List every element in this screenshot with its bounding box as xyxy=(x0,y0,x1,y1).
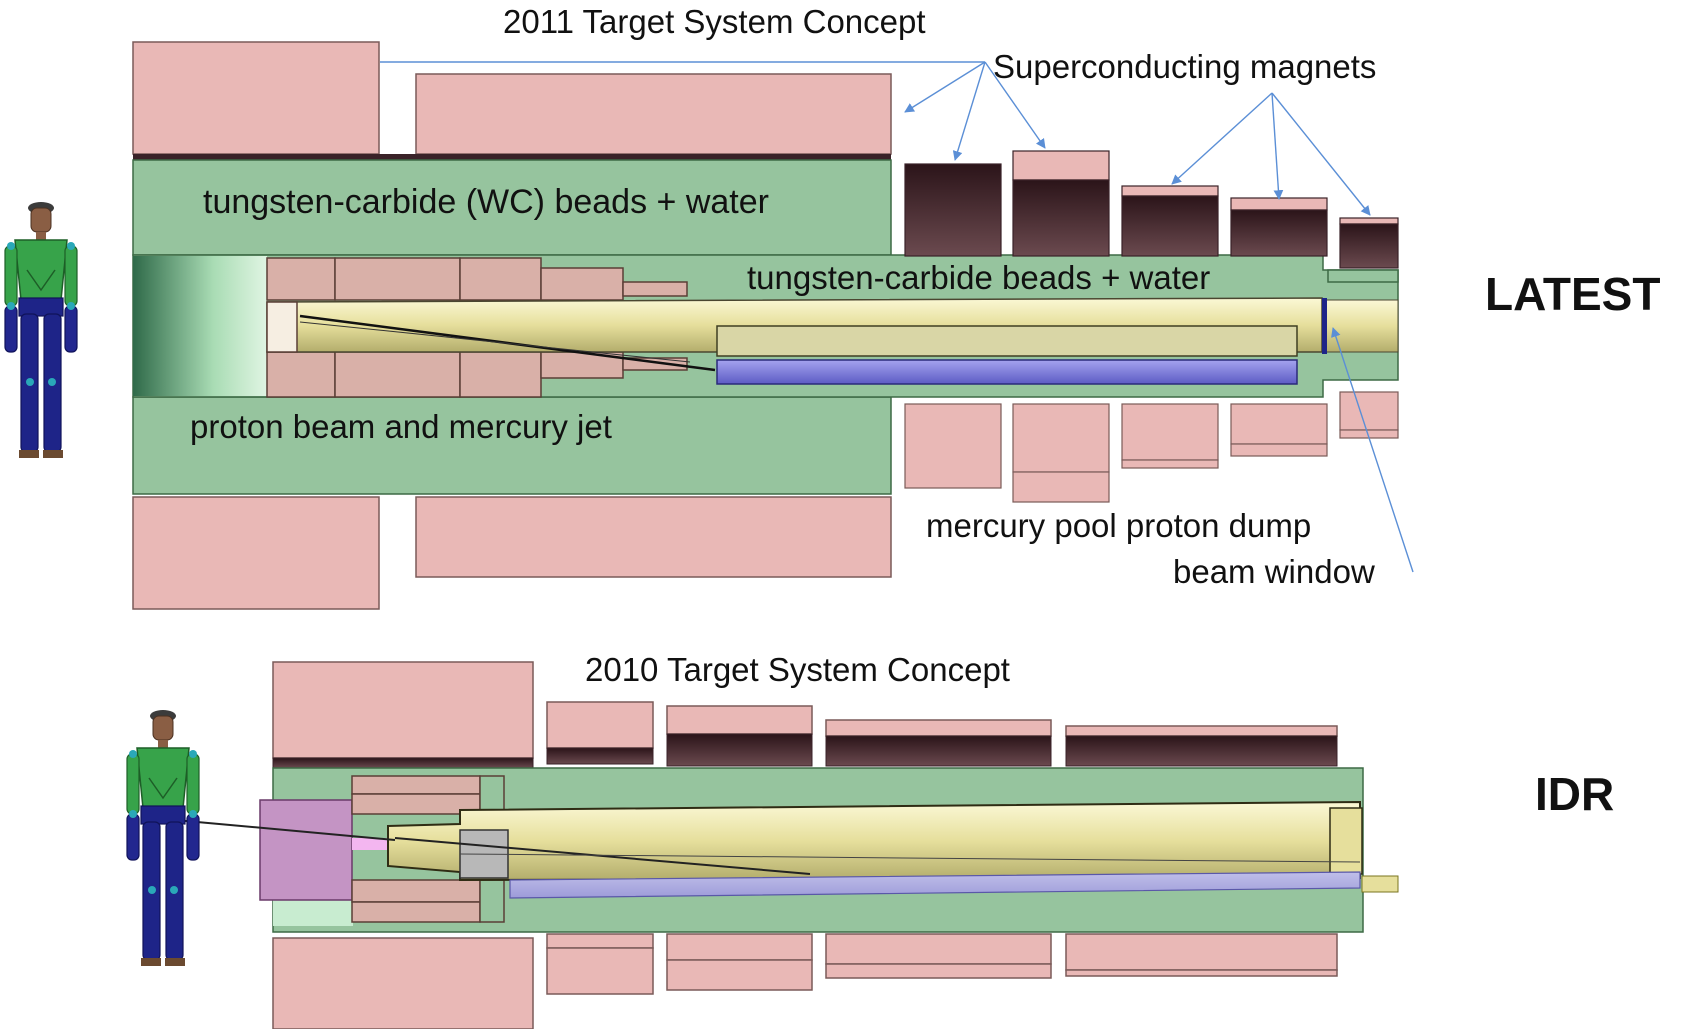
idr-2010-diagram xyxy=(126,661,1399,1029)
idr-tan-blocks xyxy=(351,775,505,923)
sc-magnets-bottom xyxy=(904,391,1399,503)
person-scale-figure xyxy=(4,201,78,459)
latest-2011-diagram xyxy=(4,41,1414,610)
label-mercury-pool: mercury pool proton dump xyxy=(926,507,1311,544)
mercury-pool-tray xyxy=(716,325,1298,357)
title-2011: 2011 Target System Concept xyxy=(503,3,926,40)
idr-proton-beam xyxy=(174,819,396,841)
label-wc-beads-water: tungsten-carbide (WC) beads + water xyxy=(203,183,769,221)
bottom-dark-coils xyxy=(272,733,1338,769)
idr-beam-pipe xyxy=(387,800,1361,882)
sc-magnets-top xyxy=(904,150,1399,269)
idr-shield-inner xyxy=(273,896,353,926)
cryostat-line xyxy=(133,154,891,160)
bottom-outer-magnets xyxy=(272,661,1338,1029)
label-superconducting: Superconducting magnets xyxy=(993,48,1376,85)
person-scale-figure xyxy=(126,709,200,967)
jet-line xyxy=(299,321,691,363)
idr-jet-line xyxy=(394,837,811,875)
idr-purple-block xyxy=(259,799,353,901)
beam-window xyxy=(1322,298,1327,354)
bore-entrance xyxy=(133,256,267,396)
annotation-arrows xyxy=(380,61,1414,573)
idr-purple-highlight xyxy=(352,838,390,850)
magnet-block xyxy=(415,496,892,578)
magnet-block xyxy=(132,496,380,610)
version-idr: IDR xyxy=(1535,768,1614,820)
idr-jet-line-2 xyxy=(459,853,1361,863)
magnet-block xyxy=(132,41,380,155)
idr-exit-pipe xyxy=(1361,875,1399,893)
mercury-pool xyxy=(716,359,1298,385)
top-outer-magnets xyxy=(132,41,892,610)
beam-pipe-exit xyxy=(1321,299,1399,353)
idr-beam-pipe-end xyxy=(1329,807,1363,875)
beam-window-ring xyxy=(266,301,298,353)
inner-shield-blocks xyxy=(266,257,688,398)
idr-mercury xyxy=(509,871,1361,899)
label-tc-beads-water: tungsten-carbide beads + water xyxy=(747,259,1210,296)
title-2010: 2010 Target System Concept xyxy=(585,651,1010,688)
label-beam-window: beam window xyxy=(1173,553,1375,590)
label-proton-mercury: proton beam and mercury jet xyxy=(190,408,612,445)
magnet-block xyxy=(415,73,892,155)
version-latest: LATEST xyxy=(1485,268,1660,320)
